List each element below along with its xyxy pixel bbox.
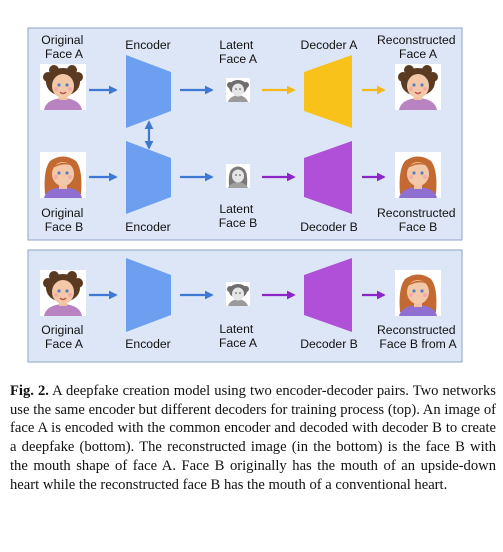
encoder-inference-shape — [126, 258, 171, 332]
inference-panel — [27, 249, 463, 363]
face-a-reconstructed-image — [394, 63, 442, 111]
decoder-a-shape — [304, 55, 352, 128]
caption-text: A deepfake creation model using two enco… — [10, 383, 496, 493]
label-original-b: Original Face B — [41, 206, 86, 234]
label-reconstructed-a: Reconstructed Face A — [377, 33, 459, 61]
face-a-input-image — [39, 269, 87, 317]
label-latent-a-bottom: Latent Face A — [219, 322, 258, 350]
face-b-reconstructed-image — [395, 152, 441, 198]
label-original-a-top: Original Face A — [41, 33, 86, 61]
label-original-a-bottom: Original Face A — [41, 323, 86, 351]
face-b-original-image — [40, 152, 86, 198]
decoder-b-inference-shape — [304, 258, 352, 332]
label-encoder-inference: Encoder — [125, 337, 170, 351]
label-decoder-b-bottom: Decoder B — [300, 337, 358, 351]
caption-label: Fig. 2. — [10, 383, 49, 399]
decoder-b-shape-top — [304, 141, 352, 214]
label-decoder-b-top: Decoder B — [300, 220, 358, 234]
label-encoder-bottom: Encoder — [125, 220, 170, 234]
label-reconstructed-b-from-a: Reconstructed Face B from A — [377, 323, 459, 351]
training-panel — [27, 27, 463, 241]
latent-face-a-image — [226, 78, 250, 102]
face-a-original-image — [39, 63, 87, 111]
label-latent-a-top: Latent Face A — [219, 38, 258, 66]
label-encoder-top: Encoder — [125, 38, 170, 52]
latent-face-b-image — [226, 164, 250, 188]
latent-face-a-inference-image — [226, 282, 250, 306]
label-latent-b: Latent Face B — [219, 202, 258, 230]
label-decoder-a: Decoder A — [301, 38, 359, 52]
encoder-bottom-shape — [126, 141, 171, 214]
figure-caption: Fig. 2. A deepfake creation model using … — [10, 382, 496, 494]
deepfake-output-image — [395, 270, 441, 316]
label-reconstructed-b: Reconstructed Face B — [377, 206, 459, 234]
encoder-top-shape — [126, 55, 171, 128]
